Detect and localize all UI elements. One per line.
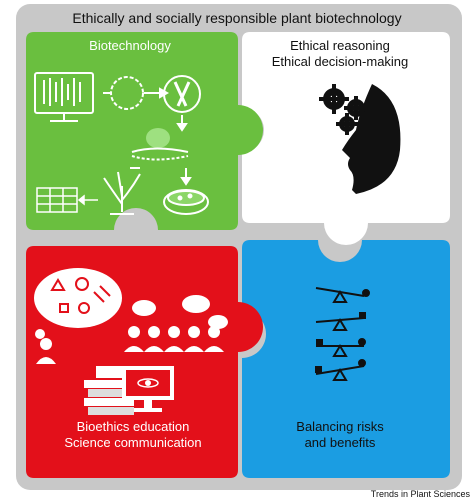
bioethics-line2: Science communication: [64, 435, 202, 450]
bioethics-line1: Bioethics education: [76, 419, 190, 434]
data-sheet-icon: [36, 187, 98, 213]
biotechnology-label: Biotechnology: [89, 38, 171, 53]
plant-sprout-icon: [103, 171, 141, 215]
ethical-reasoning-line1: Ethical reasoning: [290, 38, 390, 53]
journal-credit: Trends in Plant Sciences: [370, 489, 470, 499]
books-computer-icon: [84, 366, 174, 415]
chromosome-scissors-icon: [163, 75, 201, 132]
panel-ethical-reasoning: [242, 32, 450, 245]
gene-transfer-icon: [130, 128, 189, 169]
ethical-reasoning-line2: Ethical decision-making: [271, 54, 409, 69]
petri-dish-icon: [163, 168, 209, 215]
panel-biotechnology: [26, 32, 263, 230]
panel-risks-benefits: [242, 240, 450, 478]
gears-head-icon: [319, 84, 401, 194]
risks-benefits-label: Balancing risks and benefits: [240, 419, 440, 451]
bioethics-education-label: Bioethics education Science communicatio…: [28, 419, 238, 451]
balance-scales-icon: [315, 287, 370, 381]
ethical-reasoning-label: Ethical reasoning Ethical decision-makin…: [240, 38, 440, 70]
audience-speaker-icon: [36, 295, 228, 364]
risks-line1: Balancing risks: [296, 419, 384, 434]
risks-line2: and benefits: [304, 435, 376, 450]
laboratory-workstation-icon: [34, 72, 94, 122]
diagram-title: Ethically and socially responsible plant…: [72, 10, 402, 26]
